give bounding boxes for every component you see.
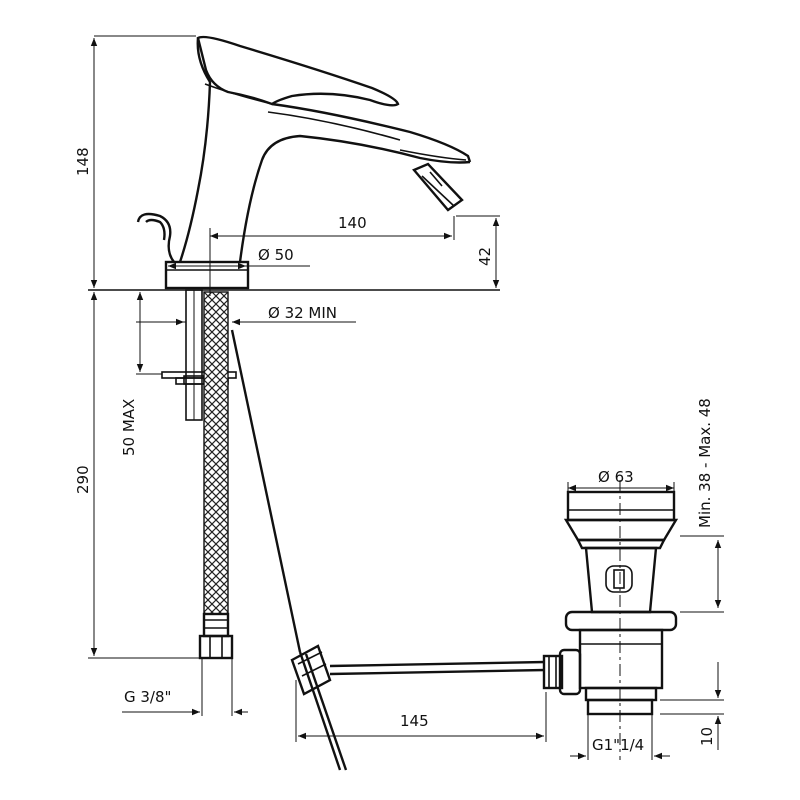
dimension-lines (88, 35, 724, 760)
popup-rod (230, 329, 546, 771)
waste-assembly (542, 480, 679, 760)
dim-connection: G 3/8" (124, 688, 171, 706)
dimension-labels: 148 140 Ø 50 42 Ø 32 MIN 50 MAX 290 G 3/… (74, 147, 716, 754)
dim-base-diameter: Ø 50 (258, 246, 294, 264)
faucet-body (136, 35, 472, 290)
dim-140: 140 (338, 214, 367, 232)
dim-waste-diameter: Ø 63 (598, 468, 634, 486)
dim-148: 148 (74, 147, 92, 176)
dim-hole-min: Ø 32 MIN (268, 304, 337, 322)
dim-waste-thickness: Min. 38 - Max. 48 (696, 398, 714, 528)
dim-50-max: 50 MAX (120, 399, 138, 456)
braided-hose (198, 291, 234, 660)
dim-145: 145 (400, 712, 429, 730)
dim-42: 42 (476, 247, 494, 266)
dim-10: 10 (698, 727, 716, 746)
dim-waste-thread: G1"1/4 (592, 736, 644, 754)
dim-290: 290 (74, 465, 92, 494)
